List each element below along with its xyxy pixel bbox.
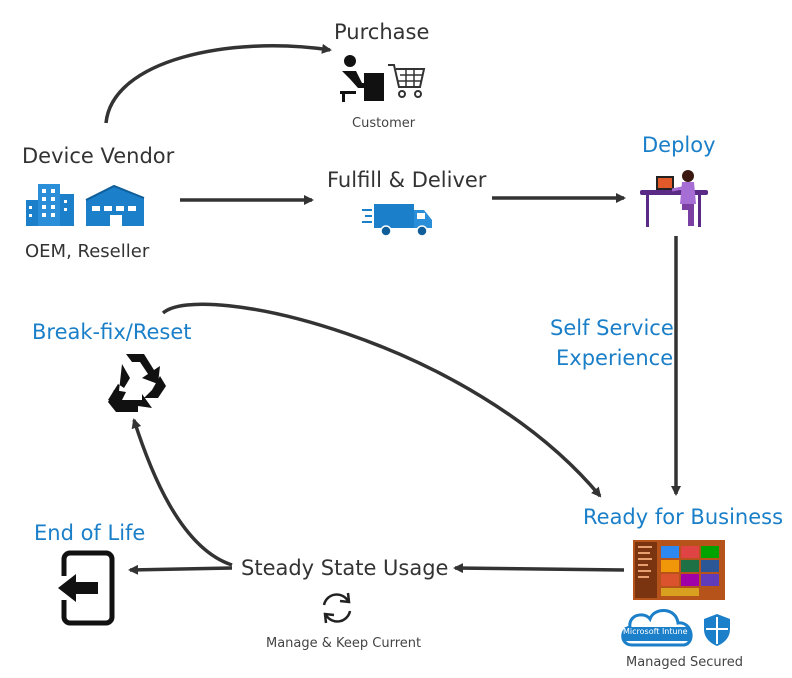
arrow-vendor-to-purchase (104, 43, 332, 124)
intune-label: Microsoft Intune (623, 627, 688, 636)
customer-shopping-cart-icon (340, 55, 426, 102)
self-service-title-line2: Experience (556, 346, 674, 370)
windows-start-screen-icon (633, 540, 725, 600)
refresh-sync-icon (322, 592, 352, 624)
purchase-caption: Customer (352, 116, 416, 131)
breakfix-title: Break-fix/Reset (32, 320, 192, 344)
deploy-title: Deploy (642, 133, 716, 157)
endoflife-title: End of Life (34, 521, 146, 545)
factory-buildings-icon (26, 184, 145, 226)
arrow-ready-to-steady (453, 563, 625, 574)
steady-title: Steady State Usage (241, 556, 449, 580)
ready-title: Ready for Business (583, 505, 784, 529)
arrow-breakfix-to-ready (161, 302, 602, 498)
vendor-caption: OEM, Reseller (25, 241, 150, 262)
purchase-title: Purchase (334, 20, 430, 44)
self-service-title-line1: Self Service (550, 316, 674, 340)
arrow-steady-to-breakfix (131, 418, 233, 567)
arrow-steady-to-endoflife (128, 564, 233, 575)
defender-shield-icon (704, 614, 730, 646)
delivery-truck-icon (362, 204, 432, 237)
steady-caption: Manage & Keep Current (266, 636, 422, 651)
fulfill-title: Fulfill & Deliver (327, 168, 487, 192)
recycle-icon (108, 354, 166, 412)
person-at-desk-icon (640, 170, 708, 227)
microsoft-intune-cloud-icon (621, 609, 693, 647)
exit-door-icon (54, 550, 115, 626)
ready-caption: Managed Secured (626, 655, 743, 670)
vendor-title: Device Vendor (22, 144, 175, 168)
